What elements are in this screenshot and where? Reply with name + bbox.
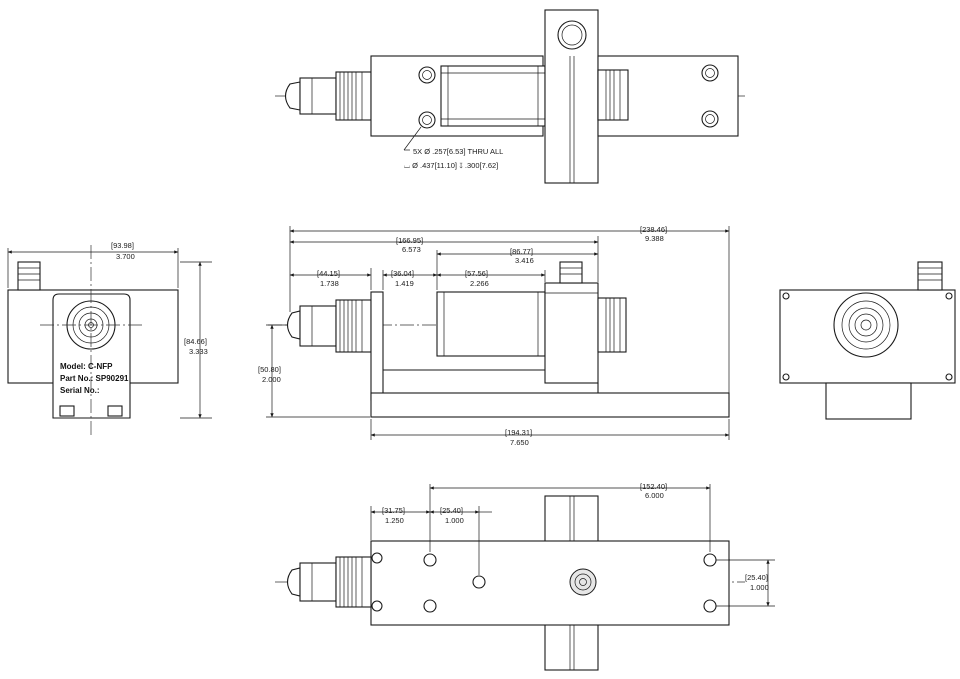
dim-86-in: 3.416: [515, 256, 534, 265]
dim-44-mm: [44.15]: [317, 269, 340, 278]
dim-25b-mm: [25.40]: [745, 573, 768, 582]
mounting-hole: [701, 110, 719, 128]
dim-left-width-mm: [93.98]: [111, 241, 134, 250]
dim-86-mm: [86.77]: [510, 247, 533, 256]
dim-left-width-in: 3.700: [116, 252, 135, 261]
front-view-flange: [370, 291, 384, 401]
label-serial-no: Serial No.:: [60, 386, 100, 395]
dim-166-in: 6.573: [402, 245, 421, 254]
label-part-no: Part No.: SP90291: [60, 374, 129, 383]
mounting-hole: [703, 553, 717, 567]
top-view: 5X Ø .257[6.53] THRU ALL ⌴ Ø .437[11.10]…: [275, 9, 745, 184]
bottom-view-base: [370, 540, 730, 626]
bottom-view-connector: [286, 556, 372, 608]
dim-left-height-in: 3.333: [189, 347, 208, 356]
dim-152-mm: [152.40]: [640, 482, 667, 491]
dim-50-mm: [50.80]: [258, 365, 281, 374]
dim-36-mm: [36.04]: [391, 269, 414, 278]
bottom-view-port: [569, 568, 597, 596]
top-view-connector: [284, 71, 372, 121]
hole-note-line2: ⌴ Ø .437[11.10] ↧ .300[7.62]: [404, 161, 498, 170]
dim-25a-mm: [25.40]: [440, 506, 463, 515]
dim-25b-in: 1.000: [750, 583, 769, 592]
mounting-hole: [472, 575, 486, 589]
dim-194-in: 7.650: [510, 438, 529, 447]
dim-left-height-mm: [84.66]: [184, 337, 207, 346]
mounting-hole: [423, 553, 437, 567]
dim-overall-in: 9.388: [645, 234, 664, 243]
dim-194-mm: [194.31]: [505, 428, 532, 437]
bottom-view: [152.40] 6.000 [31.75] 1.250 [25.40] 1.0…: [275, 482, 775, 671]
dim-57-in: 2.266: [470, 279, 489, 288]
dim-31-mm: [31.75]: [382, 506, 405, 515]
front-view-cylinder: [436, 291, 546, 357]
mounting-hole: [703, 599, 717, 613]
mounting-hole: [423, 599, 437, 613]
dim-overall-mm: [238.46]: [640, 225, 667, 234]
front-view-base: [370, 392, 730, 418]
dim-44-in: 1.738: [320, 279, 339, 288]
label-model: Model: C-NFP: [60, 362, 113, 371]
front-view: [238.46] 9.388 [166.95] 6.573 [86.77] 3.…: [258, 225, 730, 447]
right-view-port: [833, 292, 899, 358]
mounting-hole: [418, 111, 436, 129]
left-view: Model: C-NFP Part No.: SP90291 Serial No…: [7, 241, 212, 435]
dim-57-mm: [57.56]: [465, 269, 488, 278]
mounting-hole: [701, 64, 719, 82]
dim-50-in: 2.000: [262, 375, 281, 384]
dim-31-in: 1.250: [385, 516, 404, 525]
front-view-clamp: [544, 282, 599, 384]
front-view-connector: [286, 299, 372, 353]
dim-166-mm: [166.95]: [396, 236, 423, 245]
dim-25a-in: 1.000: [445, 516, 464, 525]
dim-152-in: 6.000: [645, 491, 664, 500]
top-view-clamp: [544, 9, 599, 184]
mounting-hole: [418, 66, 436, 84]
right-view: [779, 261, 956, 420]
dim-36-in: 1.419: [395, 279, 414, 288]
hole-note-line1: 5X Ø .257[6.53] THRU ALL: [413, 147, 503, 156]
